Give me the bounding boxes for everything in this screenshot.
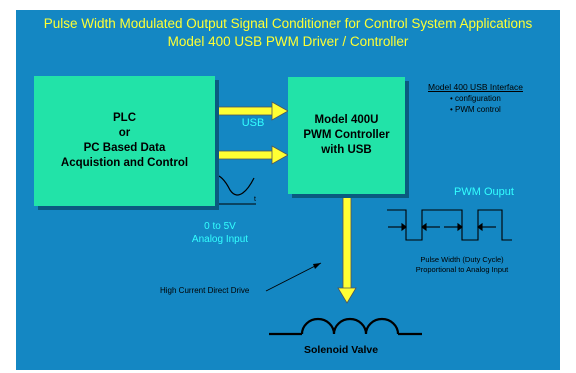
drive-label: High Current Direct Drive — [160, 286, 250, 295]
plc-box: PLC or PC Based Data Acquistion and Cont… — [34, 76, 215, 206]
controller-box-line3: with USB — [321, 144, 372, 157]
interface-title: Model 400 USB Interface — [428, 82, 523, 92]
pwm-description: Pulse Width (Duty Cycle) Proportional to… — [382, 255, 542, 275]
solenoid-valve-label: Solenoid Valve — [304, 344, 379, 356]
usb-label: USB — [241, 117, 265, 129]
controller-box: Model 400U PWM Controller with USB — [288, 77, 405, 194]
plc-box-line1: PLC — [113, 111, 136, 124]
diagram-title-line2: Model 400 USB PWM Driver / Controller — [167, 34, 409, 49]
plc-box-line4: Acquistion and Control — [60, 157, 189, 170]
analog-input-caption: Analog Input — [191, 234, 249, 245]
controller-box-line1: Model 400U — [314, 113, 379, 126]
pwm-description-line2: Proportional to Analog Input — [415, 265, 509, 275]
plc-box-line3: PC Based Data — [83, 142, 166, 154]
analog-input-range: 0 to 5V — [204, 221, 236, 232]
usb-arrow-upper — [214, 101, 289, 121]
pwm-description-line1: Pulse Width (Duty Cycle) — [420, 255, 504, 264]
drive-label-pointer — [265, 262, 322, 292]
interface-item: configuration — [450, 94, 501, 105]
pwm-waveform — [387, 209, 512, 241]
analog-axis-t: t — [254, 196, 256, 203]
interface-list: configuration PWM control — [450, 94, 501, 116]
controller-box-line2: PWM Controller — [303, 128, 390, 141]
plc-box-line2: or — [118, 126, 131, 139]
solenoid-coil-icon — [269, 317, 422, 336]
usb-arrow-lower — [214, 145, 289, 165]
analog-input-label: 0 to 5V Analog Input — [182, 220, 258, 246]
diagram-canvas: Pulse Width Modulated Output Signal Cond… — [16, 10, 560, 370]
pwm-output-title: PWM Ouput — [454, 186, 514, 198]
diagram-title-line1: Pulse Width Modulated Output Signal Cond… — [43, 16, 533, 31]
interface-item: PWM control — [450, 105, 501, 116]
drive-arrow — [337, 196, 357, 304]
